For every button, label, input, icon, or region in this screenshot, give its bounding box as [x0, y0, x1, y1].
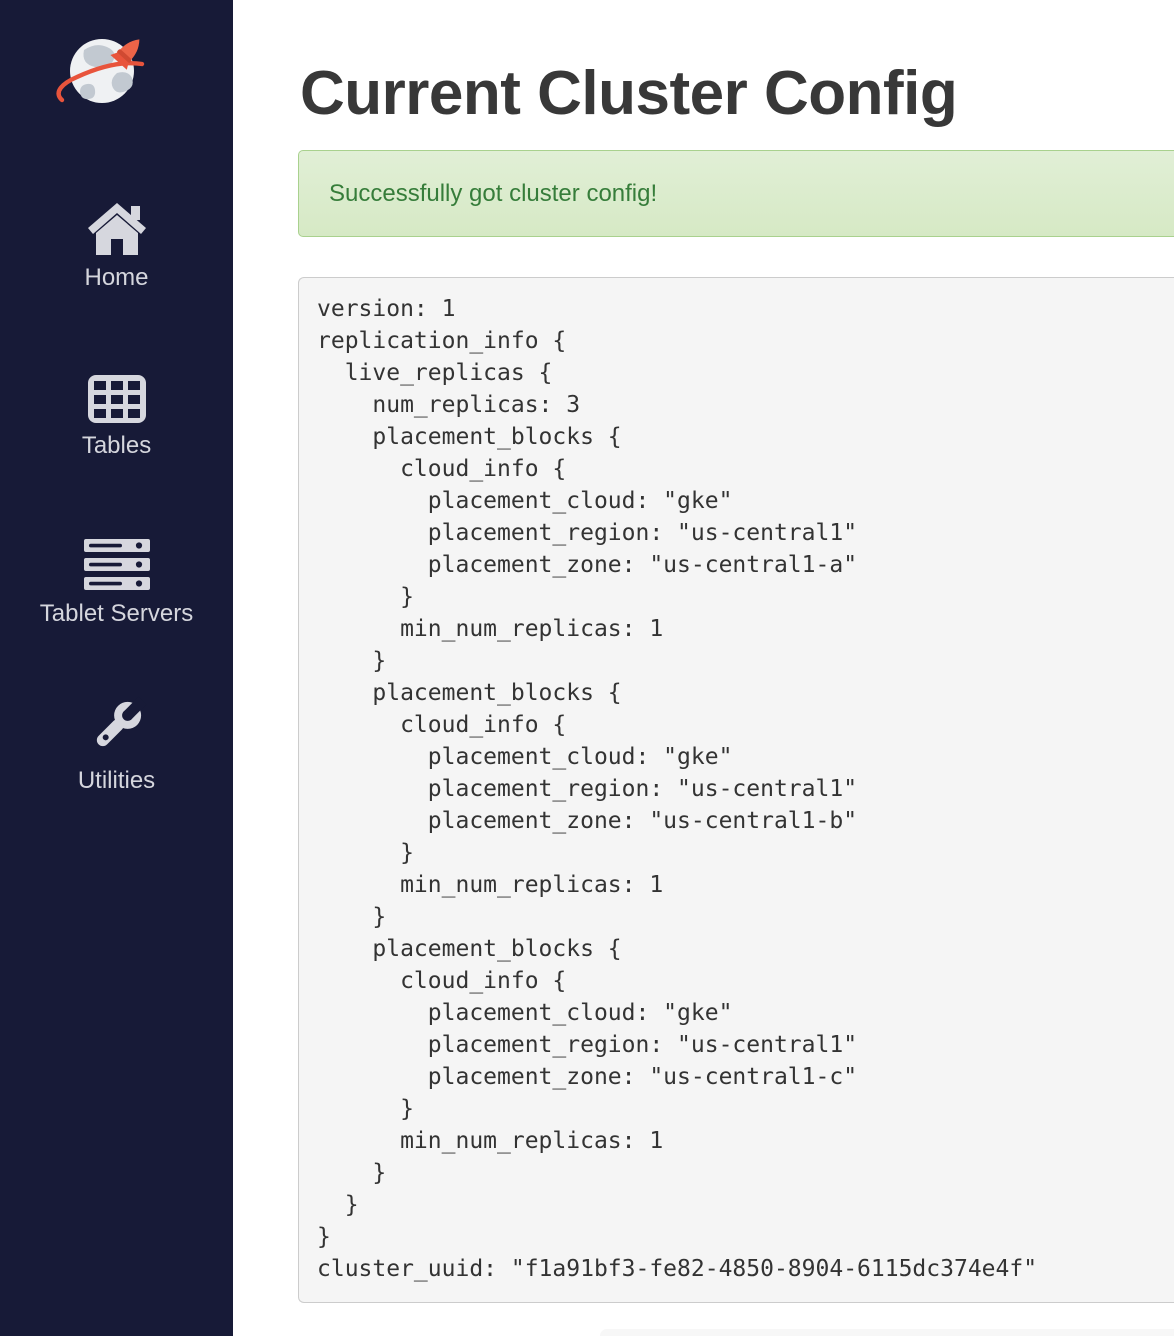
page-title: Current Cluster Config — [300, 59, 958, 128]
sidebar-item-home[interactable]: Home — [0, 201, 233, 291]
success-alert: Successfully got cluster config! — [298, 150, 1174, 237]
tablet-servers-icon — [0, 537, 233, 591]
sidebar-item-label: Utilities — [77, 767, 156, 794]
lower-panel-edge — [600, 1329, 1174, 1336]
sidebar-item-tablet-servers[interactable]: Tablet Servers — [0, 537, 233, 627]
cluster-config-text: version: 1 replication_info { live_repli… — [298, 277, 1174, 1303]
sidebar: Home Tables — [0, 0, 233, 1336]
sidebar-item-label: Tablet Servers — [39, 600, 194, 627]
sidebar-item-label: Tables — [81, 432, 152, 459]
success-alert-message: Successfully got cluster config! — [329, 179, 658, 207]
yugabytedb-logo-icon — [56, 39, 145, 103]
app-logo[interactable] — [56, 32, 148, 108]
sidebar-item-utilities[interactable]: Utilities — [0, 696, 233, 794]
sidebar-item-tables[interactable]: Tables — [0, 369, 233, 459]
utilities-wrench-icon — [0, 696, 233, 758]
home-icon — [0, 201, 233, 255]
tables-icon — [0, 369, 233, 423]
sidebar-item-label: Home — [84, 264, 149, 291]
